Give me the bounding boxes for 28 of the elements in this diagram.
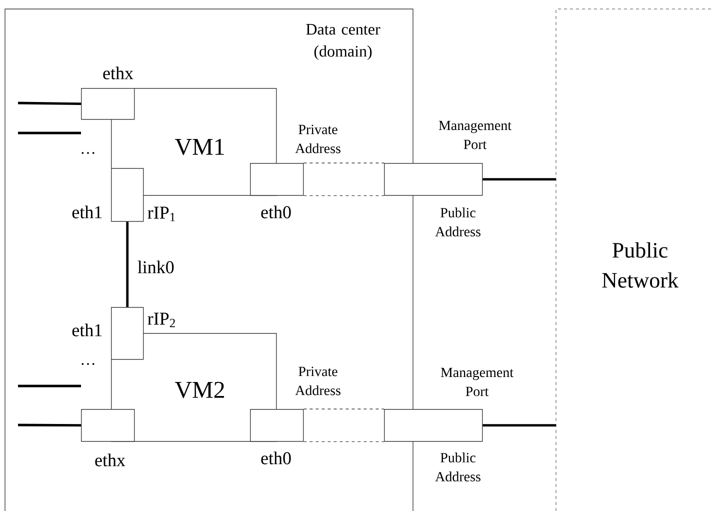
cable-line [18,102,82,106]
address-label: Private Address [295,366,340,396]
address-label: Private Address [295,124,340,154]
address-label: rIP$_{1}$ [148,206,175,222]
address-label: Public Address [435,208,480,236]
tunnel-line [303,162,384,196]
vm-label: VM2 [174,382,224,398]
ellipsis-label: … [82,152,94,154]
port-label: Management Port [438,120,512,150]
ellipsis-label: … [82,363,94,365]
cable-line [18,424,82,427]
port-label: ethx [103,66,134,80]
area-label: Data center (domain) [306,24,380,60]
port-label: eth1 [72,206,102,218]
port-label: eth0 [261,206,291,218]
vm-label: VM1 [174,138,224,156]
address-label: Public Address [435,452,480,482]
cable-line [482,178,556,181]
port-label: eth1 [72,324,102,336]
port-label: Management Port [440,368,514,396]
area-label: Public Network [602,242,678,288]
address-label: rIP$_{2}$ [148,312,175,328]
cable-line [482,424,556,427]
port-label: eth0 [261,452,291,464]
tunnel-line [303,408,384,442]
port-label: ethx [95,454,126,466]
link-line [126,222,129,307]
edge-label: link0 [138,260,174,274]
